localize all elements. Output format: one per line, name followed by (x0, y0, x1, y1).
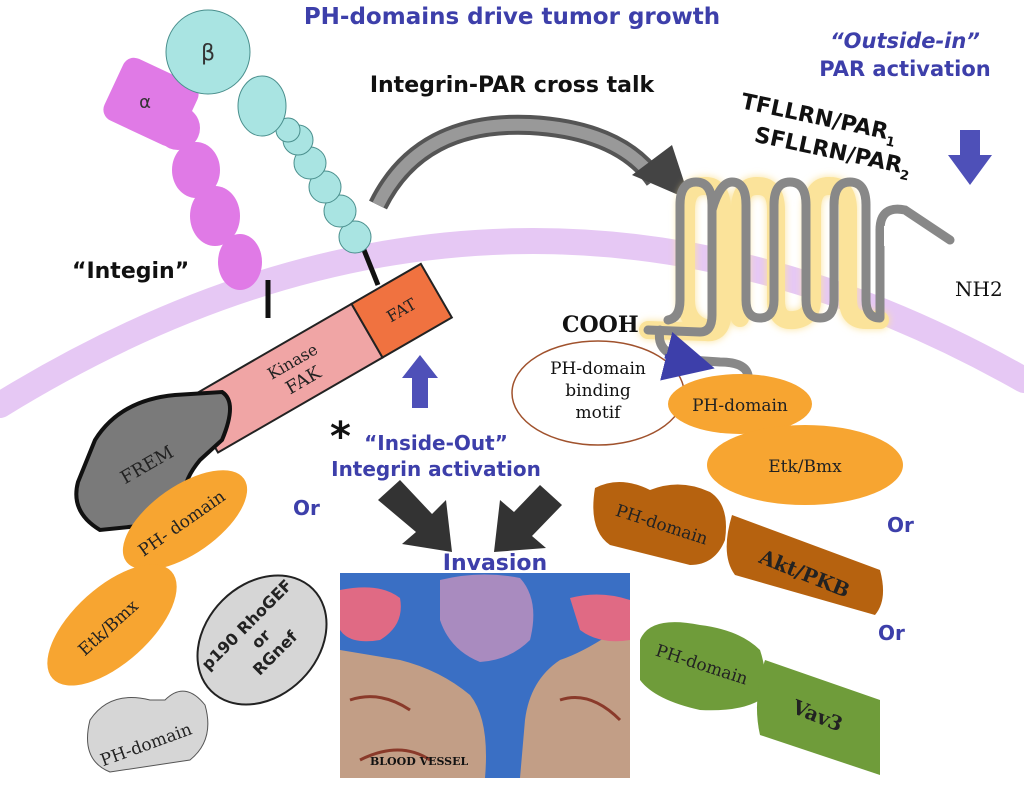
binding-motif-line2: binding (565, 381, 631, 401)
inside-out-line1: “Inside-Out” (364, 431, 508, 455)
outside-in-line1: “Outside-in” (830, 29, 980, 53)
binding-motif-line3: motif (576, 403, 623, 423)
binding-arrow-icon (660, 332, 715, 381)
binding-motif-line1: PH-domain (550, 359, 646, 379)
crosstalk-arrow-icon (369, 114, 664, 210)
or-label-1: Or (293, 496, 320, 520)
invasion-arrow-left-icon (378, 480, 452, 552)
or-label-3: Or (878, 621, 905, 645)
left-ph-domain (122, 470, 248, 570)
left-etk (47, 564, 177, 686)
right-etk (707, 425, 903, 505)
blood-vessel-label: BLOOD VESSEL (370, 755, 469, 768)
fak-complex: Kinase FAK FAT (185, 262, 454, 454)
crosstalk-arrowhead-icon (632, 145, 690, 200)
nh2-label: NH2 (955, 277, 1003, 301)
akt-ph-domain (593, 481, 726, 565)
right-ph-domain (668, 374, 812, 434)
or-label-2: Or (887, 513, 914, 537)
akt-pkb (726, 515, 884, 615)
par-helix (643, 177, 955, 337)
inside-out-arrow-icon (402, 355, 438, 408)
outside-in-arrow-icon (948, 130, 992, 185)
cell-membrane (0, 228, 1024, 418)
invasion-label: Invasion (443, 551, 547, 576)
invasion-arrow-right-icon (494, 485, 562, 552)
inside-out-asterisk: * (330, 414, 351, 460)
outside-in-line2: PAR activation (819, 57, 991, 81)
tumor-invasion-image: BLOOD VESSEL (340, 573, 630, 778)
peptide-labels: TFLLRN/PAR1 SFLLRN/PAR2 (739, 89, 911, 184)
inside-out-line2: Integrin activation (331, 457, 541, 481)
integrin-label: “Integin” (72, 259, 189, 284)
right-etk-label: Etk/Bmx (768, 457, 842, 477)
alpha-label: α (139, 92, 151, 113)
cooh-label: COOH (562, 312, 639, 338)
p190-rhogef (196, 574, 328, 706)
fat-box (350, 262, 454, 359)
right-ph-label: PH-domain (692, 396, 788, 416)
vav3 (756, 660, 880, 775)
vav-ph-domain (640, 622, 765, 711)
beta-label: β (201, 41, 215, 66)
grey-ph-domain (87, 690, 209, 773)
page-title: PH-domains drive tumor growth (304, 4, 720, 30)
cleavage-site (884, 226, 890, 246)
integrin-alpha: α (103, 57, 271, 318)
crosstalk-label: Integrin-PAR cross talk (370, 73, 656, 98)
integrin-beta: β (165, 9, 381, 286)
